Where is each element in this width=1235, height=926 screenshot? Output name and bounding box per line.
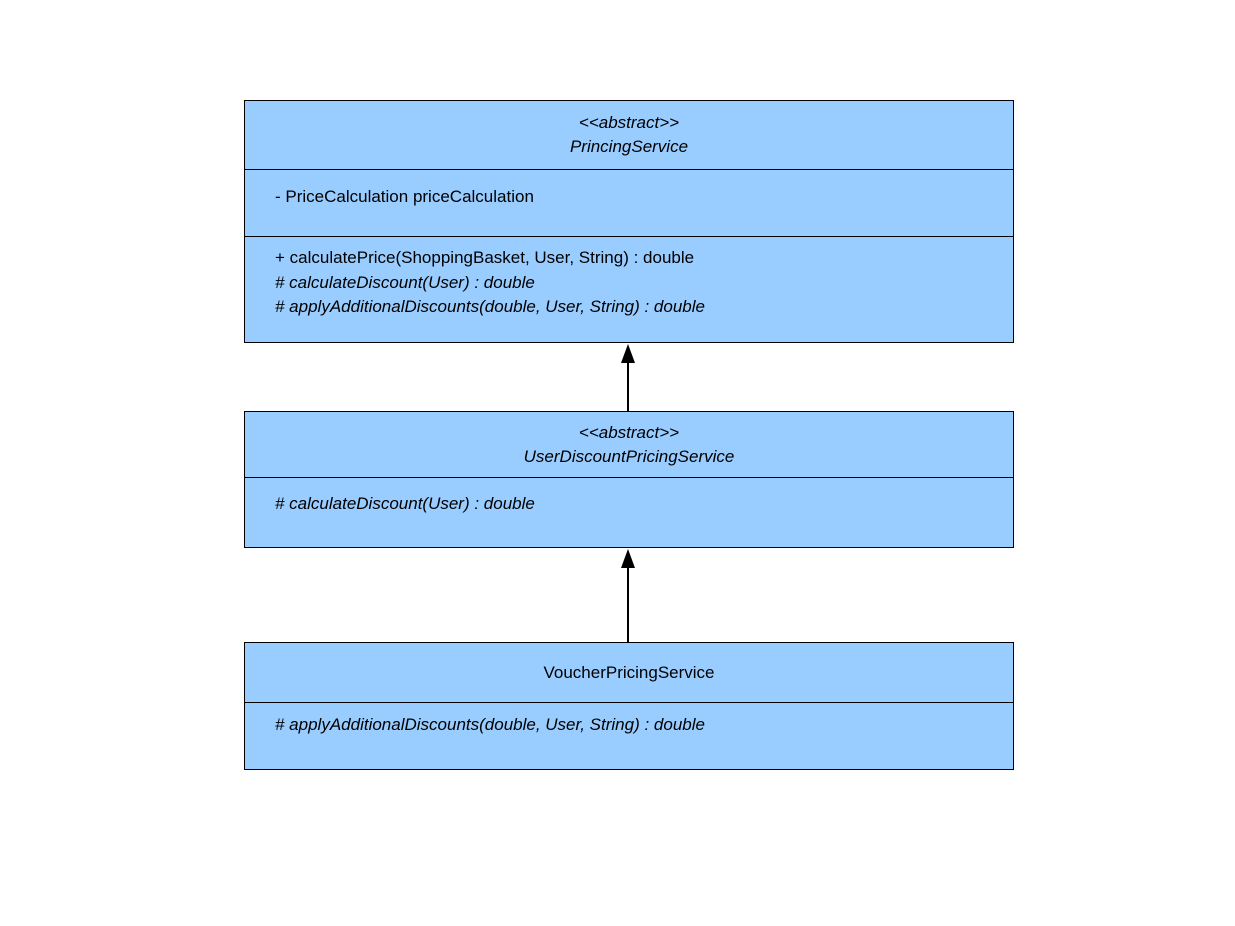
arrow-head-icon — [621, 344, 635, 363]
arrow-line — [627, 363, 629, 411]
method-item: # applyAdditionalDiscounts(double, User,… — [275, 715, 705, 734]
method-item: # applyAdditionalDiscounts(double, User,… — [275, 297, 705, 316]
class-stereotype: <<abstract>> — [578, 113, 680, 132]
methods-compartment: + calculatePrice(ShoppingBasket, User, S… — [245, 236, 1013, 342]
method-item: # calculateDiscount(User) : double — [275, 272, 535, 292]
inheritance-arrow-user-discount-to-princing — [620, 344, 636, 411]
class-box-user-discount-pricing-service: <<abstract>> UserDiscountPricingService … — [244, 411, 1014, 548]
class-header: <<abstract>> UserDiscountPricingService — [245, 412, 1013, 477]
class-stereotype: <<abstract>> — [578, 422, 680, 442]
class-name: PrincingService — [569, 137, 689, 156]
inheritance-arrow-voucher-to-user-discount — [620, 549, 636, 642]
class-box-princing-service: <<abstract>> PrincingService - PriceCalc… — [244, 100, 1014, 343]
methods-compartment: # applyAdditionalDiscounts(double, User,… — [245, 702, 1013, 769]
class-name: UserDiscountPricingService — [523, 446, 735, 466]
methods-compartment: # calculateDiscount(User) : double — [245, 477, 1013, 547]
attributes-compartment: - PriceCalculation priceCalculation — [245, 169, 1013, 236]
arrow-line — [627, 568, 629, 642]
class-header: VoucherPricingService — [245, 643, 1013, 702]
class-name: VoucherPricingService — [543, 662, 715, 682]
method-item: + calculatePrice(ShoppingBasket, User, S… — [275, 248, 695, 267]
attribute-item: - PriceCalculation priceCalculation — [275, 187, 534, 206]
method-item: # calculateDiscount(User) : double — [275, 494, 535, 513]
arrow-head-icon — [621, 549, 635, 568]
class-box-voucher-pricing-service: VoucherPricingService # applyAdditionalD… — [244, 642, 1014, 770]
class-header: <<abstract>> PrincingService — [245, 101, 1013, 169]
